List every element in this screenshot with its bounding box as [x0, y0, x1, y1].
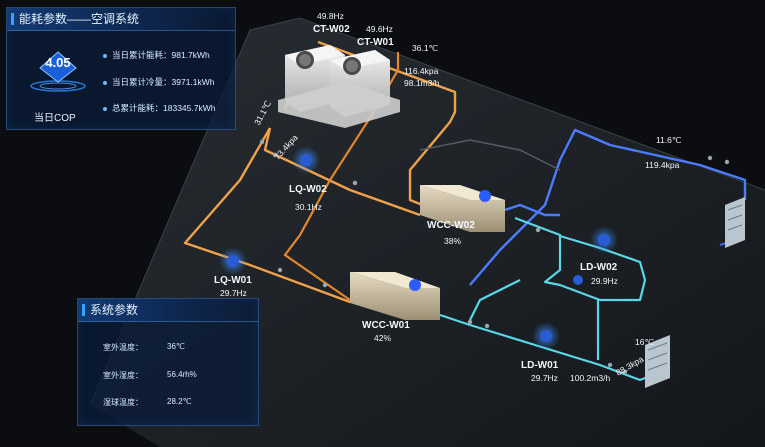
lq-w01-freq: 29.7Hz — [220, 288, 247, 298]
ld-w02-label: LD-W02 — [580, 262, 618, 273]
ld-w01-label: LD-W01 — [521, 360, 559, 371]
ct-w02-label: CT-W02 — [313, 24, 350, 35]
tower-base — [278, 82, 400, 128]
terminal-unit-bottom — [645, 335, 670, 388]
wcc-w01-label: WCC-W01 — [362, 320, 410, 331]
chilled-return-pipes — [439, 216, 661, 382]
bullet-icon — [103, 53, 107, 58]
ct-w01-freq: 49.6Hz — [366, 24, 393, 34]
floor-edge — [249, 17, 765, 191]
wcc-w02-load: 38% — [444, 236, 462, 246]
chw-temp-bottom: 16℃ — [635, 337, 655, 347]
pump-ld-w02 — [590, 226, 618, 254]
chiller-wcc-w01 — [350, 272, 440, 320]
chw-pressure-top: 119.4kpa — [645, 160, 680, 170]
ct-temp: 36.1℃ — [412, 43, 439, 53]
wcc-w02-label: WCC-W02 — [427, 220, 475, 231]
chw-temp-top: 11.6℃ — [656, 135, 682, 145]
cop-gauge-icon — [30, 51, 86, 92]
lq-w02-freq: 30.1Hz — [295, 202, 322, 212]
sys-value-wetbulb-temp: 28.2℃ — [167, 397, 192, 406]
chiller-wcc-w02 — [420, 185, 505, 232]
bullet-icon — [103, 80, 107, 85]
cooling-water-pipes-2 — [283, 52, 400, 301]
system-panel-title: 系统参数 — [78, 299, 258, 322]
sys-label-wetbulb-temp: 湿球温度： — [103, 398, 143, 407]
bullet-icon — [103, 106, 107, 111]
metric-total-energy: 总累计能耗：183345.7kWh — [103, 102, 215, 114]
pump-lq-w01 — [219, 247, 247, 275]
ld-w01-freq: 29.7Hz — [531, 373, 558, 383]
metric-daily-energy: 当日累计能耗：981.7kWh — [103, 49, 210, 61]
valve-ld-w02 — [573, 275, 583, 285]
ct-flow: 98.1m3/h — [404, 78, 440, 88]
chw-flow-bottom: 100.2m3/h — [570, 373, 611, 383]
ct-pressure: 116.4kpa — [404, 66, 439, 76]
pump-lq-w02 — [292, 146, 320, 174]
ct-w02-freq: 49.8Hz — [317, 11, 344, 21]
lq-w01-label: LQ-W01 — [214, 275, 252, 286]
ld-w02-freq: 29.9Hz — [591, 276, 618, 286]
ct-w01-label: CT-W01 — [357, 37, 394, 48]
terminal-unit-top — [725, 197, 745, 248]
energy-panel: 能耗参数——空调系统 4.05 当日COP 当日累计能耗：981.7kWh 当日… — [6, 7, 236, 130]
lq-w02-label: LQ-W02 — [289, 184, 327, 195]
pump-ld-w01 — [532, 322, 560, 350]
sys-value-outdoor-humidity: 56.4rh% — [167, 370, 197, 379]
chilled-supply-pipes — [469, 128, 747, 286]
sys-label-outdoor-temp: 室外温度： — [103, 343, 143, 352]
return-header-line — [419, 139, 561, 171]
metric-daily-cooling: 当日累计冷量：3971.1kWh — [103, 76, 215, 88]
pipe-sensors — [259, 139, 730, 375]
sys-value-outdoor-temp: 36℃ — [167, 342, 185, 351]
cop-label: 当日COP — [34, 113, 76, 124]
system-panel: 系统参数 — [77, 298, 259, 426]
sys-label-outdoor-humidity: 室外湿度： — [103, 371, 143, 380]
wcc-w01-load: 42% — [374, 333, 392, 343]
energy-panel-title: 能耗参数——空调系统 — [7, 8, 235, 31]
cop-value: 4.05 — [45, 55, 71, 70]
